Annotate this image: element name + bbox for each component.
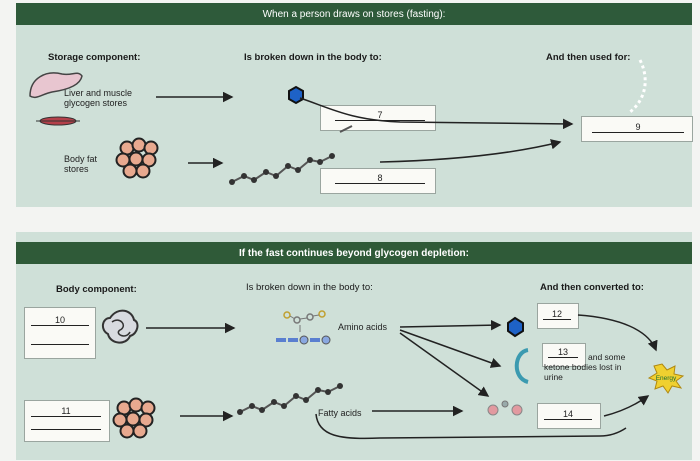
fat-cell-icon-2: [112, 397, 156, 439]
blank-10: 10: [31, 315, 89, 326]
arrow-return-curve: [315, 413, 627, 440]
ketone-body-icon: [514, 348, 529, 384]
used-for-heading: And then used for:: [546, 52, 631, 63]
body-component-heading: Body component:: [56, 284, 137, 295]
fatty-acids-label: Fatty acids: [318, 408, 362, 418]
blank-11: 11: [31, 406, 101, 417]
blank-8: 8: [335, 173, 425, 184]
prolonged-fast-banner: If the fast continues beyond glycogen de…: [16, 242, 692, 264]
arrow-glucose-to-used: [299, 97, 574, 130]
blank-14: 14: [544, 409, 592, 420]
arrow-glucose-to-energy: [629, 59, 647, 114]
arrow-amino-to-acetyl: [399, 332, 490, 397]
glucose-hexagon-icon-2: [507, 316, 524, 338]
blank-9: 9: [592, 122, 684, 133]
fasting-banner: When a person draws on stores (fasting):: [16, 3, 692, 25]
amino-acids-label: Amino acids: [338, 322, 388, 332]
arrow-ketone-to-energy: [603, 395, 650, 417]
energy-starburst-icon: [647, 363, 685, 394]
answer-box-10[interactable]: 10: [24, 307, 96, 359]
liver-glycogen-label: Liver and muscle glycogen stores: [64, 88, 133, 108]
fatty-acid-chain-icon-2: [236, 382, 344, 416]
blank-10-line2: [31, 344, 89, 345]
protein-icon: [102, 309, 139, 344]
arrow-fatty-acids-to-used: [379, 139, 562, 163]
ketone-bodies-label: and some ketone bodies lost in urine: [544, 352, 626, 382]
answer-box-7[interactable]: 7: [320, 105, 436, 131]
amino-acids-icon: [276, 310, 331, 345]
acetyl-dot-icon: [487, 404, 499, 416]
fatty-acid-head: [339, 125, 353, 133]
blank-13: 13: [548, 347, 578, 358]
answer-box-11[interactable]: 11: [24, 400, 110, 442]
liver-icon: [29, 72, 83, 99]
answer-box-14[interactable]: 14: [537, 403, 601, 429]
answer-box-9[interactable]: 9: [581, 116, 693, 142]
broken-down-heading: Is broken down in the body to:: [244, 52, 382, 63]
broken-down-heading-2: Is broken down in the body to:: [246, 282, 373, 293]
answer-box-12[interactable]: 12: [537, 303, 579, 329]
arrow-amino-to-ketone: [399, 329, 502, 368]
fatty-acid-chain-icon: [228, 152, 336, 186]
blank-11-line2: [31, 429, 101, 430]
blank-12: 12: [543, 309, 571, 320]
energy-label: Energy: [656, 375, 677, 382]
answer-box-13[interactable]: 13: [542, 343, 586, 367]
converted-to-heading: And then converted to:: [540, 282, 644, 293]
arrow-glucose-to-energy-2: [577, 314, 658, 352]
answer-box-8[interactable]: 8: [320, 168, 436, 194]
glucose-hexagon-icon: [288, 85, 304, 105]
body-fat-label: Body fat stores: [64, 154, 98, 174]
fat-cell-icon: [115, 137, 159, 179]
storage-component-heading: Storage component:: [48, 52, 141, 63]
arrow-amino-to-glucose: [399, 319, 502, 331]
